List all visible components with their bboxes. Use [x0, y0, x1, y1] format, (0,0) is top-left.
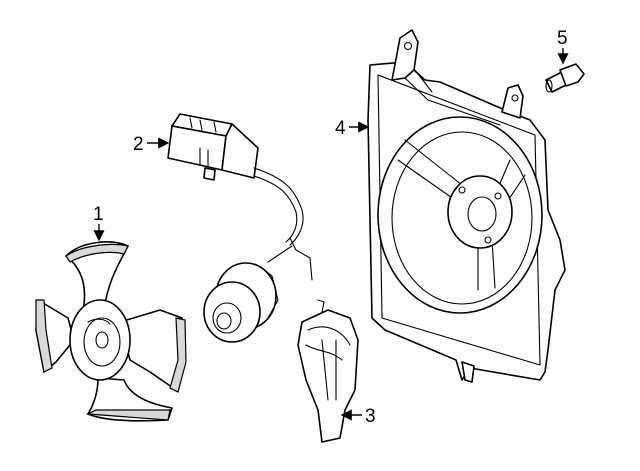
wiring-harness [253, 167, 313, 281]
callout-2: 2 [133, 134, 170, 155]
callout-label-4: 4 [335, 118, 346, 139]
electrical-connector-icon [167, 113, 259, 181]
callout-label-3: 3 [365, 406, 376, 427]
callout-label-5: 5 [557, 28, 568, 49]
fan-blade-icon [35, 241, 187, 422]
callout-4: 4 [335, 118, 370, 139]
callout-label-1: 1 [93, 204, 104, 225]
fan-shroud-icon [367, 29, 566, 383]
callout-1: 1 [93, 204, 105, 242]
callout-label-2: 2 [133, 134, 144, 155]
fan-motor-icon [203, 262, 279, 343]
callout-5: 5 [557, 28, 569, 65]
bracket-icon [297, 299, 359, 443]
callout-3: 3 [340, 406, 376, 427]
fastener-icon [545, 63, 585, 93]
